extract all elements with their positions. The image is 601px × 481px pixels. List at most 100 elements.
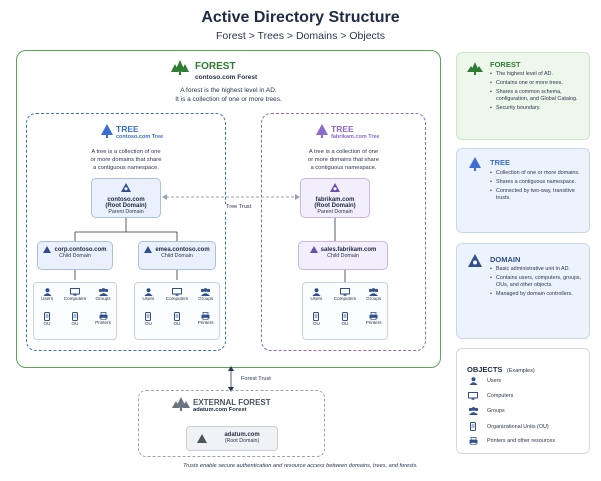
- domain-name: contoso.com: [107, 197, 145, 203]
- domain-parent-label: Parent Domain: [108, 209, 144, 215]
- forest-description: A forest is the highest level in AD. It …: [16, 86, 441, 104]
- tree-contoso-connectors: [74, 218, 178, 280]
- tree-icon: [316, 124, 328, 138]
- domain-corp-contoso[interactable]: corp.contoso.com Child Domain: [37, 241, 113, 270]
- computers-icon: [331, 288, 360, 296]
- legend-item: Managed by domain controllers.: [490, 291, 586, 298]
- page-title: Active Directory Structure: [201, 9, 400, 26]
- forest-name: contoso.com Forest: [195, 74, 258, 81]
- printers-icon: [467, 437, 479, 445]
- printers-icon: [191, 312, 220, 321]
- domain-emea-contoso[interactable]: emea.contoso.com Child Domain: [138, 241, 216, 270]
- domain-icon: [309, 246, 318, 253]
- tree-trust-label: Tree Trust: [225, 204, 253, 210]
- legend-objects-head: OBJECTS (Examples): [467, 359, 535, 377]
- groups-icon: [89, 288, 117, 296]
- computers-icon: [467, 392, 479, 400]
- forest-desc-line: A forest is the highest level in AD.: [180, 87, 277, 94]
- ou-icon: [33, 312, 61, 321]
- legend-object-ou: Organizational Units (OU): [467, 422, 549, 431]
- forest-label: FOREST: [195, 61, 236, 72]
- domain-fabrikam-root[interactable]: fabrikam.com (Root Domain) Parent Domain: [300, 178, 370, 218]
- legend-tree: TREE Collection of one or more domains. S…: [456, 148, 590, 233]
- users-icon: [467, 377, 479, 385]
- object-printers: Printers: [359, 312, 388, 325]
- domain-sales-fabrikam[interactable]: sales.fabrikam.com Child Domain: [298, 241, 388, 270]
- legend-forest-list: The highest level of AD. Contains one or …: [490, 71, 586, 114]
- object-label: Groups: [198, 296, 214, 301]
- object-groups: Groups: [191, 288, 220, 301]
- users-icon: [33, 288, 61, 296]
- legend-object-label: Computers: [487, 393, 514, 399]
- tree-contoso-desc: A tree is a collection of one or more do…: [26, 148, 226, 172]
- legend-title: TREE: [490, 158, 511, 167]
- legend-object-printers: Printers and other resources: [467, 437, 555, 445]
- object-label: Users: [310, 296, 323, 301]
- legend-domain-list: Basic administrative unit in AD.Contains…: [490, 266, 586, 300]
- legend-object-computers: Computers: [467, 392, 513, 400]
- domain-role: (Root Domain): [105, 203, 147, 209]
- domain-name: adatum.com: [224, 432, 260, 438]
- tree-fabrikam: [261, 113, 426, 351]
- forest-trees-icon: [171, 60, 189, 75]
- object-ou: OU: [331, 312, 360, 326]
- legend-object-label: Printers and other resources: [487, 438, 556, 444]
- domain-child-label: Child Domain: [327, 253, 359, 259]
- legend-item: Shares a contiguous namespace.: [490, 179, 586, 186]
- tree-desc-line: or more domains that share: [90, 157, 162, 163]
- tree-icon: [101, 124, 113, 138]
- legend-item: Contains one or more trees.: [490, 80, 586, 87]
- groups-icon: [467, 407, 479, 415]
- legend-item: Contains users, computers, groups, OUs, …: [490, 275, 586, 289]
- groups-icon: [359, 288, 388, 296]
- forest-trees-icon: [467, 62, 483, 75]
- object-label: OU: [144, 321, 152, 326]
- computers-icon: [61, 288, 89, 296]
- domain-contoso-root[interactable]: contoso.com (Root Domain) Parent Domain: [91, 178, 161, 218]
- object-ou: OU: [61, 312, 89, 326]
- object-label: Computers: [333, 296, 357, 301]
- domain-name: corp.contoso.com: [54, 246, 107, 253]
- object-computers: Computers: [331, 288, 360, 301]
- legend-object-label: Organizational Units (OU): [487, 423, 549, 430]
- domain-name: emea.contoso.com: [155, 246, 210, 253]
- object-label: OU: [341, 321, 349, 326]
- tree-contoso-head: TREE contoso.com Tree: [116, 124, 163, 140]
- object-label: Groups: [95, 296, 111, 301]
- tree-trust-arrow: [162, 194, 300, 200]
- legend-item: The highest level of AD.: [490, 71, 586, 78]
- legend-item: Collection of one or more domains.: [490, 170, 586, 177]
- legend-tree-list: Collection of one or more domains. Shares…: [490, 170, 586, 204]
- domain-icon: [468, 254, 482, 267]
- object-groups: Groups: [359, 288, 388, 301]
- object-label: OU: [312, 321, 320, 326]
- external-forest-name: adatum.com Forest: [193, 407, 247, 413]
- forest-trust-label: Forest Trust: [240, 376, 272, 382]
- domain-icon: [330, 183, 340, 192]
- object-printers: Printers: [89, 312, 117, 325]
- legend-title-note: (Examples): [506, 368, 535, 374]
- legend-title: DOMAIN: [490, 255, 521, 264]
- domain-role: (Root Domain): [224, 438, 260, 444]
- object-label: Printers: [95, 320, 111, 325]
- domain-icon: [121, 183, 131, 192]
- external-forest-head: EXTERNAL FOREST adatum.com Forest: [193, 398, 271, 413]
- object-label: Users: [41, 296, 53, 301]
- computers-icon: [163, 288, 192, 296]
- object-users: Users: [33, 288, 61, 301]
- legend-item: Connected by two-way, transitive trusts.: [490, 188, 586, 202]
- object-ou: OU: [163, 312, 192, 326]
- forest-container: [16, 50, 441, 368]
- domain-child-label: Child Domain: [161, 253, 193, 259]
- domain-adatum[interactable]: adatum.com (Root Domain): [186, 426, 278, 451]
- tree-name: contoso.com Tree: [116, 134, 164, 140]
- external-forest: [138, 390, 325, 457]
- tree-fabrikam-desc: A tree is a collection of one or more do…: [261, 148, 426, 172]
- domain-icon: [43, 246, 52, 253]
- tree-desc-line: a contiguous namespace.: [92, 165, 160, 171]
- domain-icon: [144, 246, 153, 253]
- object-users: Users: [134, 288, 163, 301]
- legend-forest: FOREST The highest level of AD.Contains …: [456, 52, 590, 140]
- object-label: Users: [142, 296, 155, 301]
